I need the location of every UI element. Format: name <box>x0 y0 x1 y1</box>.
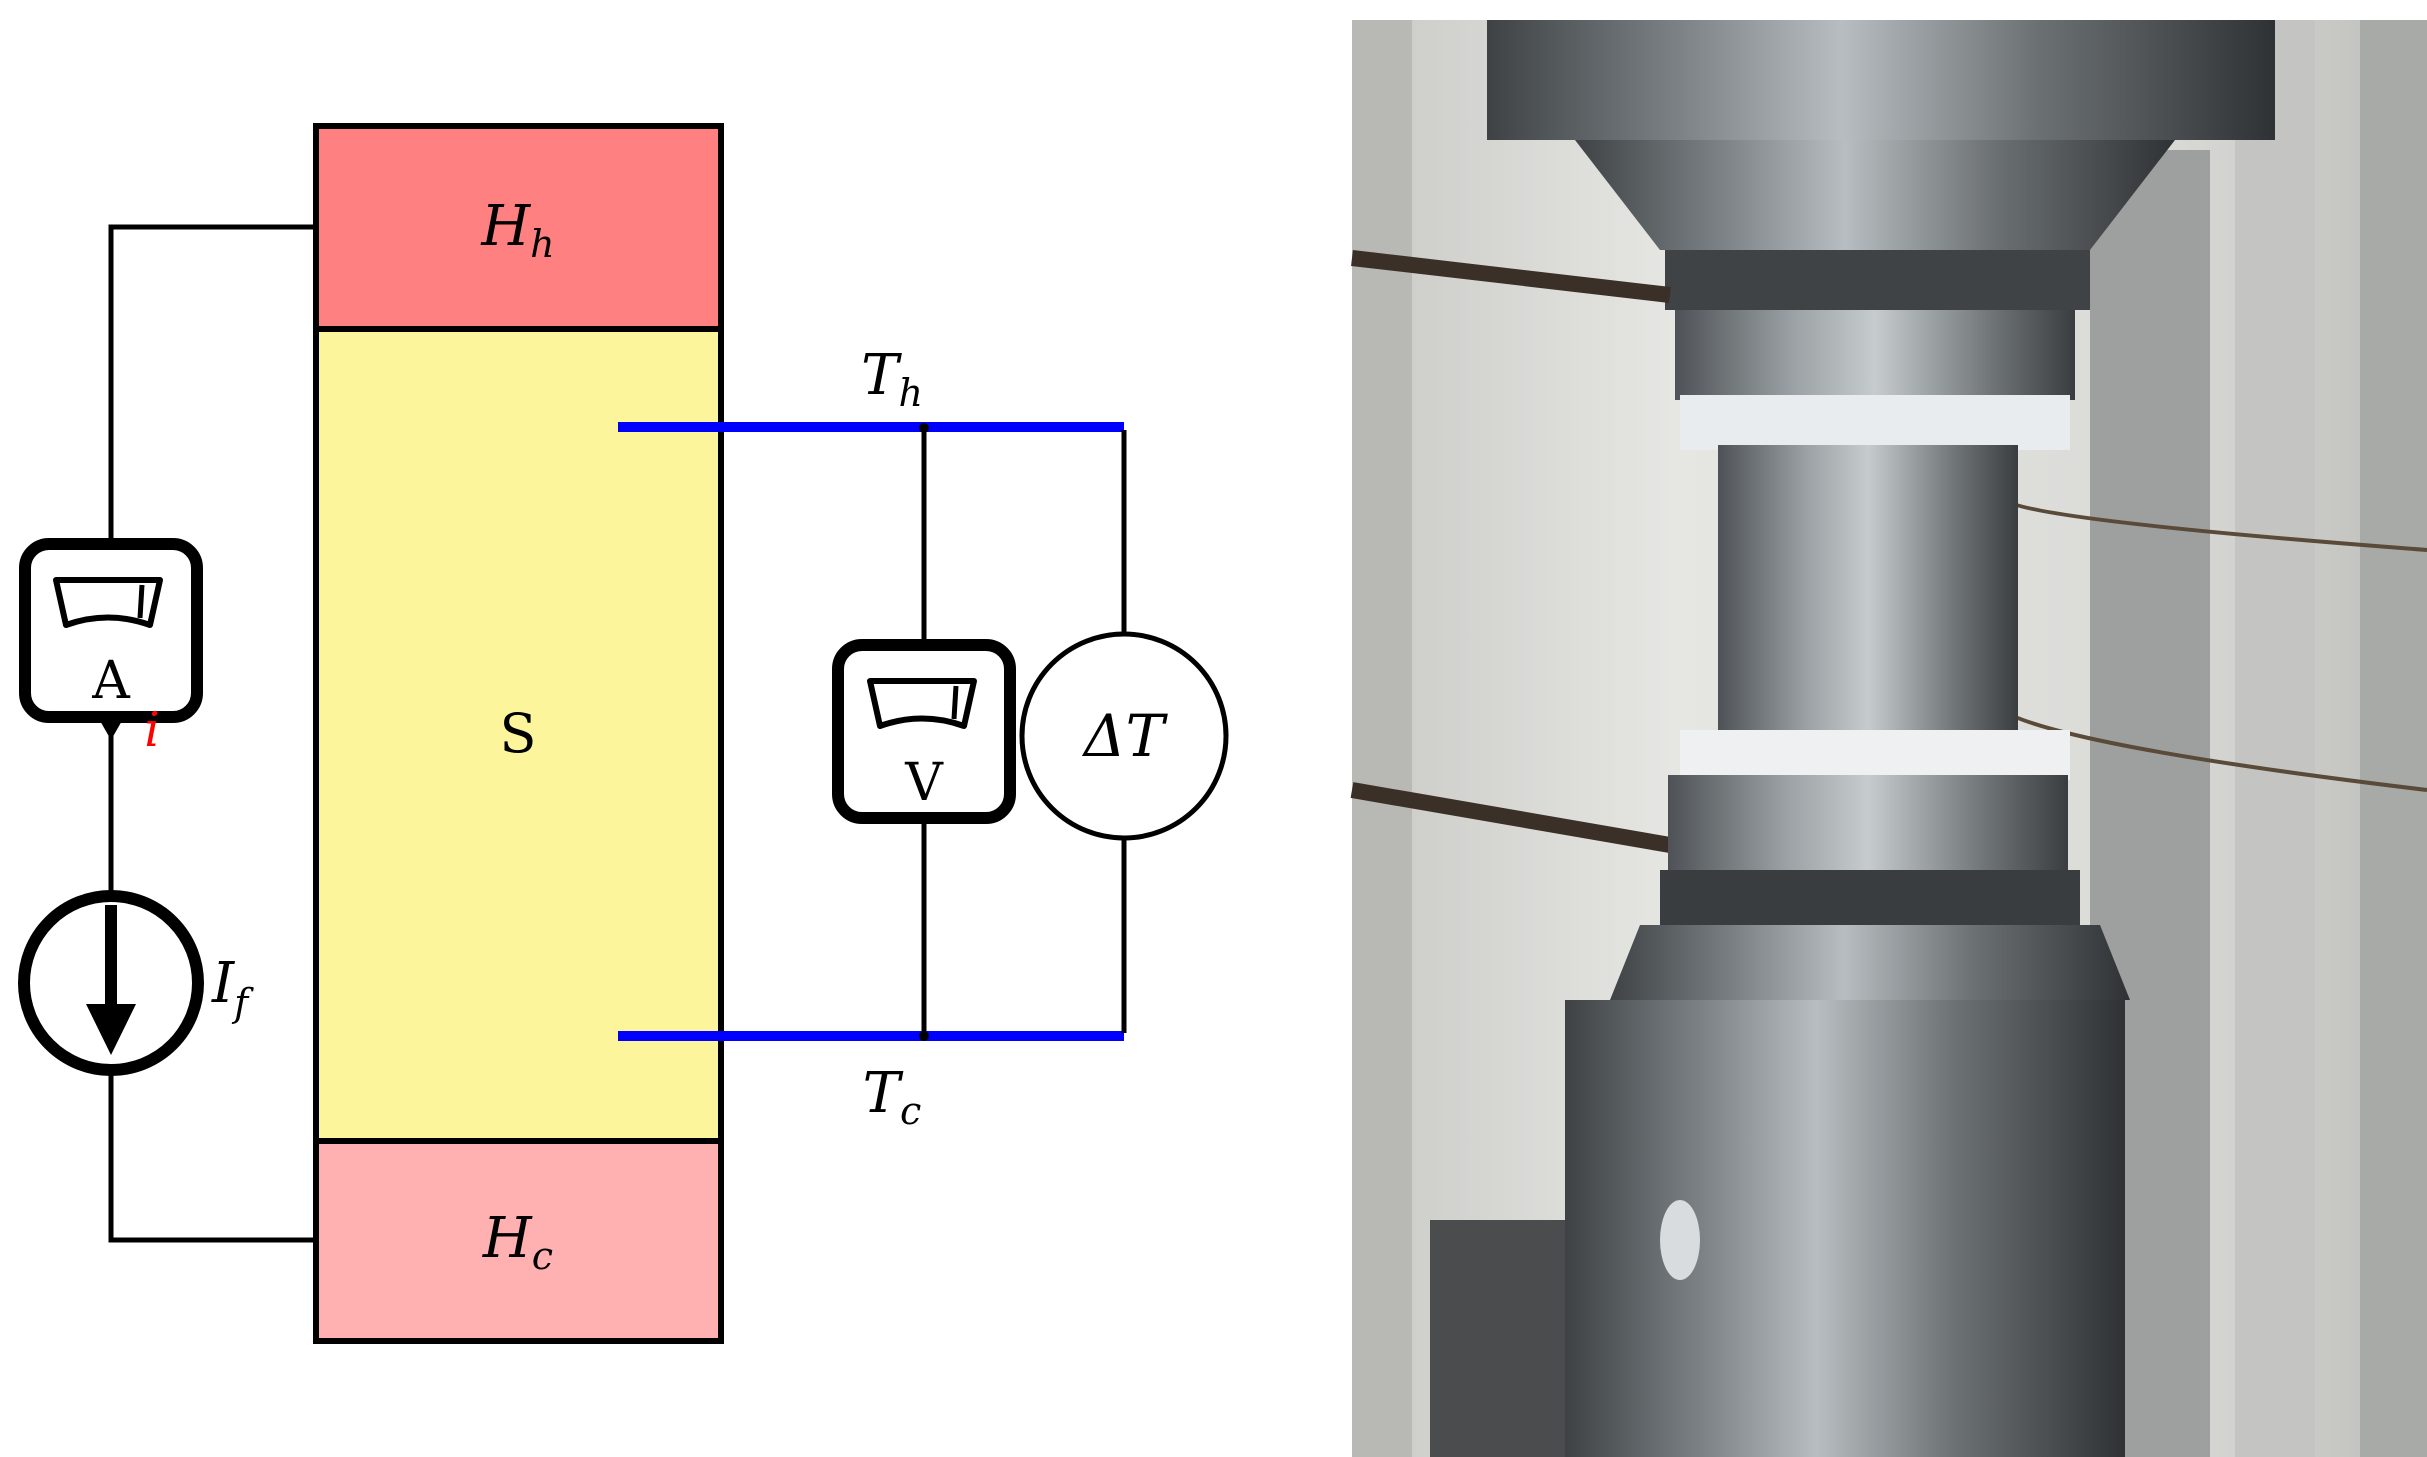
voltmeter: V <box>832 639 1016 824</box>
photo-frame-column-left <box>1352 20 1412 1457</box>
schematic: Hh S Hc A i If <box>18 123 1229 1344</box>
ammeter-body <box>19 538 203 723</box>
upper-cone <box>1575 140 2175 250</box>
upper-platen <box>1665 250 2090 310</box>
voltmeter-junction-bottom <box>919 1031 929 1041</box>
heater-cold-label: Hc <box>482 1206 553 1278</box>
meter-needle-icon <box>951 685 959 720</box>
voltmeter-label: V <box>904 753 944 813</box>
lower-ram-scratch <box>1660 1200 1700 1280</box>
sample-bottom-ring <box>1680 730 2070 780</box>
ammeter-label: A <box>91 651 131 711</box>
photo <box>1350 20 2427 1457</box>
thermocouple-wire-upper <box>2003 498 2427 552</box>
ammeter-current-tag: i <box>144 702 159 758</box>
upper-heater-plate <box>1675 310 2075 400</box>
photo-frame-column-far-right <box>2360 20 2427 1457</box>
lower-platen <box>1660 870 2080 930</box>
delta-t-meter: ΔT <box>1019 631 1229 841</box>
lower-cone <box>1610 925 2130 1000</box>
sample-block <box>313 326 724 1144</box>
ammeter-terminal-marker <box>99 719 123 740</box>
sample-label: S <box>500 702 537 765</box>
voltmeter-junction-top <box>919 423 929 433</box>
current-loop-wire-bottom <box>108 1074 316 1243</box>
photo-frame-column-right-edge <box>2235 20 2315 1457</box>
heater-cold-block <box>313 1138 724 1344</box>
delta-t-body <box>1019 631 1229 841</box>
meter-needle-icon <box>137 584 145 619</box>
voltmeter-body <box>832 639 1016 824</box>
ammeter: A i <box>19 538 203 758</box>
heater-hot-label: Hh <box>480 194 554 266</box>
current-arrow-head-icon <box>86 1004 136 1055</box>
meter-dial-icon <box>867 678 977 729</box>
delta-t-label: ΔT <box>1082 702 1169 770</box>
sample-body <box>1718 445 2018 735</box>
sample-top-ring <box>1680 395 2070 450</box>
thermocouple-cold-label: Tc <box>863 1061 922 1133</box>
current-source-label: If <box>211 951 254 1025</box>
current-source: If <box>18 890 254 1076</box>
thermocouple-hot-label: Th <box>861 343 923 415</box>
upper-ram <box>1487 20 2275 140</box>
rod-wire-upper <box>1351 250 1671 303</box>
lower-ram <box>1565 1000 2125 1457</box>
current-loop-wire-top <box>108 224 316 541</box>
meter-dial-icon <box>53 577 163 628</box>
rod-wire-lower <box>1350 782 1672 853</box>
